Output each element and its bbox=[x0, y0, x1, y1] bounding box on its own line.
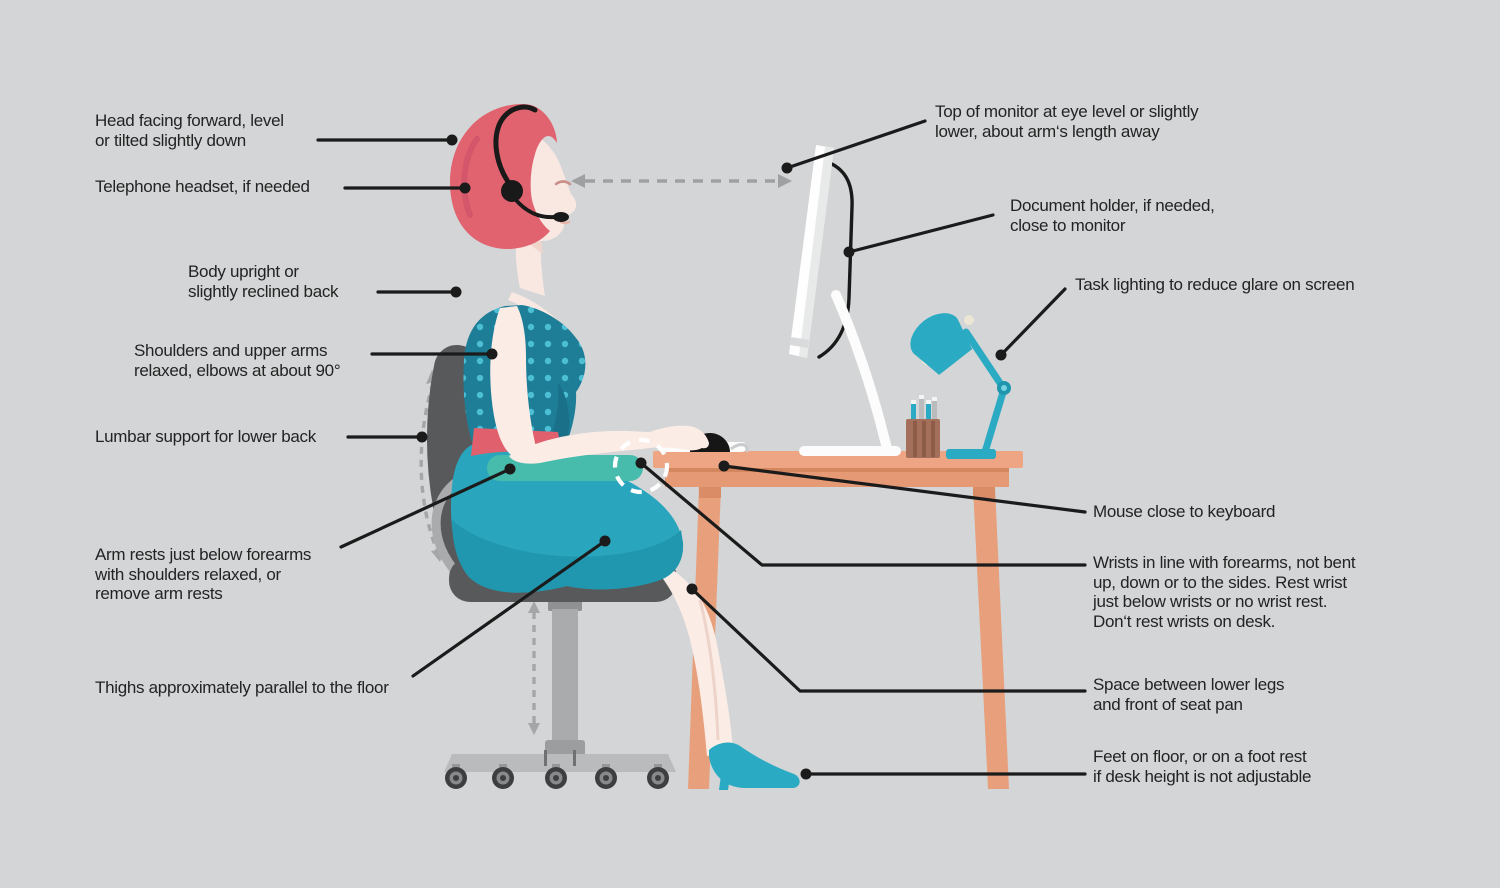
leader-line bbox=[785, 119, 927, 170]
wrist-highlight-circle bbox=[612, 437, 670, 495]
label-head-position: Head facing forward, level or tilted sli… bbox=[95, 111, 284, 150]
label-document-holder: Document holder, if needed, close to mon… bbox=[1010, 196, 1215, 235]
leader-dot bbox=[800, 768, 812, 780]
leader-dots bbox=[416, 134, 1007, 780]
headset-mic bbox=[553, 212, 569, 222]
desk-apron bbox=[665, 468, 1009, 487]
leader-line bbox=[339, 467, 512, 549]
label-body-upright: Body upright or slightly reclined back bbox=[188, 262, 339, 301]
desk-leg-right bbox=[973, 487, 1009, 789]
leader-dot bbox=[686, 583, 698, 595]
chair-post bbox=[552, 609, 578, 744]
leader-line bbox=[690, 587, 1087, 693]
label-leg-space: Space between lower legs and front of se… bbox=[1093, 675, 1285, 714]
leader-dot bbox=[843, 246, 855, 258]
headset-mic-boom bbox=[513, 197, 556, 220]
lamp-shade bbox=[910, 313, 973, 375]
chair-casters bbox=[445, 764, 669, 789]
leader-line bbox=[999, 287, 1067, 357]
monitor-base bbox=[799, 446, 901, 456]
shoe bbox=[709, 742, 800, 788]
label-shoulders-arms: Shoulders and upper arms relaxed, elbows… bbox=[134, 341, 341, 380]
pencil-cup bbox=[906, 395, 940, 458]
monitor-stand bbox=[831, 290, 892, 453]
label-task-lighting: Task lighting to reduce glare on screen bbox=[1075, 275, 1355, 294]
leader-lines bbox=[316, 119, 1087, 776]
telephone-headset-device bbox=[493, 104, 569, 222]
label-mouse: Mouse close to keyboard bbox=[1093, 502, 1276, 521]
leader-dot bbox=[635, 457, 647, 469]
leader-line bbox=[639, 461, 1087, 567]
label-arm-rests: Arm rests just below forearms with shoul… bbox=[95, 545, 312, 603]
leader-dot bbox=[459, 182, 471, 194]
eye-to-monitor-distance-arrow bbox=[571, 174, 792, 188]
forearm-hand bbox=[509, 425, 709, 464]
lamp-cap bbox=[964, 315, 974, 325]
label-telephone-headset: Telephone headset, if needed bbox=[95, 177, 310, 196]
leader-line bbox=[411, 539, 607, 678]
leader-dot bbox=[504, 463, 516, 475]
leader-dot bbox=[486, 348, 498, 360]
leader-dot bbox=[718, 460, 730, 472]
label-wrists: Wrists in line with forearms, not bent u… bbox=[1093, 553, 1356, 631]
label-monitor-top: Top of monitor at eye level or slightly … bbox=[935, 102, 1199, 141]
label-thighs: Thighs approximately parallel to the flo… bbox=[95, 678, 389, 697]
label-lumbar-support: Lumbar support for lower back bbox=[95, 427, 316, 446]
leader-dot bbox=[995, 349, 1007, 361]
leader-dot bbox=[416, 431, 428, 443]
chair-hub bbox=[545, 740, 585, 756]
headset-earpiece bbox=[501, 180, 523, 202]
document-holder bbox=[817, 159, 854, 359]
upper-arm bbox=[490, 306, 537, 455]
label-feet: Feet on floor, or on a foot rest if desk… bbox=[1093, 747, 1312, 786]
leader-dot bbox=[599, 535, 611, 547]
headset-band bbox=[493, 104, 538, 189]
leader-line bbox=[847, 213, 995, 254]
leader-dot bbox=[446, 134, 458, 146]
leader-dot bbox=[450, 286, 462, 298]
desk-lamp bbox=[910, 313, 1011, 459]
leader-dot bbox=[781, 162, 793, 174]
leader-line bbox=[722, 464, 1087, 514]
monitor bbox=[789, 145, 901, 456]
chair-height-guide-arrow bbox=[528, 601, 540, 735]
